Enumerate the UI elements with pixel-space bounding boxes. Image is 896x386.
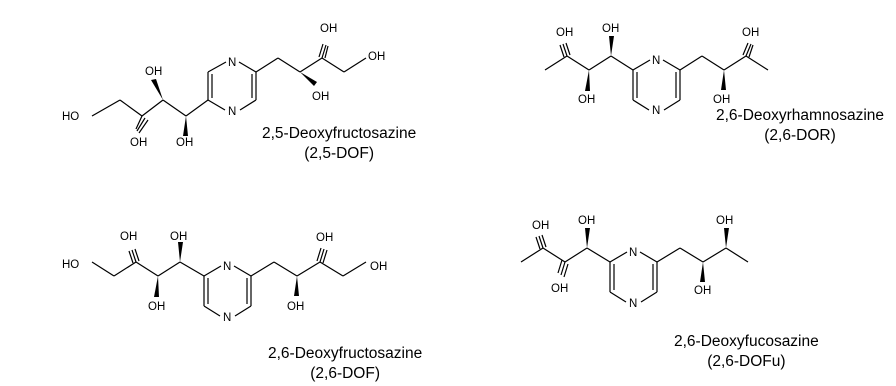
- atom-label-oh: HO: [62, 259, 79, 271]
- atom-label-oh: OH: [556, 27, 573, 39]
- caption-2-6-dor: 2,6-Deoxyrhamnosazine (2,6-DOR): [716, 106, 884, 146]
- atom-label-oh: OH: [713, 94, 730, 106]
- atom-label-oh: OH: [551, 283, 568, 295]
- atom-label-n: N: [629, 247, 637, 259]
- atom-label-oh: OH: [312, 91, 329, 103]
- atom-label-oh: OH: [120, 231, 137, 243]
- atom-label-oh: OH: [694, 285, 711, 297]
- atom-label-oh: OH: [320, 23, 337, 35]
- atom-label-oh: OH: [176, 137, 193, 149]
- atom-label-oh: OH: [716, 215, 733, 227]
- atom-label-oh: OH: [316, 232, 333, 244]
- molecule-abbrev: (2,6-DOR): [764, 127, 836, 144]
- atom-label-n: N: [228, 106, 236, 118]
- molecule-2-6-dof: HO OH OH OH N N OH OH OH: [62, 231, 387, 324]
- atom-label-n: N: [652, 105, 660, 117]
- molecule-abbrev: (2,5-DOF): [304, 145, 374, 162]
- atom-label-oh: HO: [62, 111, 79, 123]
- atom-label-oh: OH: [170, 231, 187, 243]
- molecule-name: 2,6-Deoxyfucosazine: [674, 333, 819, 350]
- molecule-name: 2,5-Deoxyfructosazine: [262, 125, 417, 142]
- molecule-abbrev: (2,6-DOFu): [707, 353, 786, 370]
- molecule-abbrev: (2,6-DOF): [310, 365, 380, 382]
- atom-label-oh: OH: [148, 301, 165, 313]
- atom-label-oh: OH: [742, 27, 759, 39]
- atom-label-n: N: [228, 57, 236, 69]
- atom-label-n: N: [629, 298, 637, 310]
- caption-2-5-dof: 2,5-Deoxyfructosazine (2,5-DOF): [262, 124, 416, 164]
- atom-label-oh: OH: [602, 23, 619, 35]
- atom-label-oh: OH: [578, 94, 595, 106]
- molecule-name: 2,6-Deoxyfructosazine: [268, 345, 423, 362]
- atom-label-oh: OH: [130, 137, 147, 149]
- molecule-2-6-dor: OH OH OH N N OH OH: [544, 23, 769, 117]
- atom-label-oh: OH: [287, 301, 304, 313]
- atom-label-oh: OH: [145, 66, 162, 78]
- molecule-name: 2,6-Deoxyrhamnosazine: [716, 107, 885, 124]
- caption-2-6-dof: 2,6-Deoxyfructosazine (2,6-DOF): [268, 344, 422, 384]
- atom-label-n: N: [652, 55, 660, 67]
- atom-label-n: N: [223, 312, 231, 324]
- caption-2-6-dofu: 2,6-Deoxyfucosazine (2,6-DOFu): [674, 332, 819, 372]
- atom-label-oh: OH: [368, 51, 385, 63]
- atom-label-n: N: [223, 261, 231, 273]
- atom-label-oh: OH: [578, 215, 595, 227]
- atom-label-oh: OH: [370, 261, 387, 273]
- molecule-2-6-dofu: OH OH OH N N OH OH: [520, 215, 749, 310]
- molecule-2-5-dof: HO OH OH OH N N OH OH OH: [62, 23, 385, 149]
- atom-label-oh: OH: [532, 220, 549, 232]
